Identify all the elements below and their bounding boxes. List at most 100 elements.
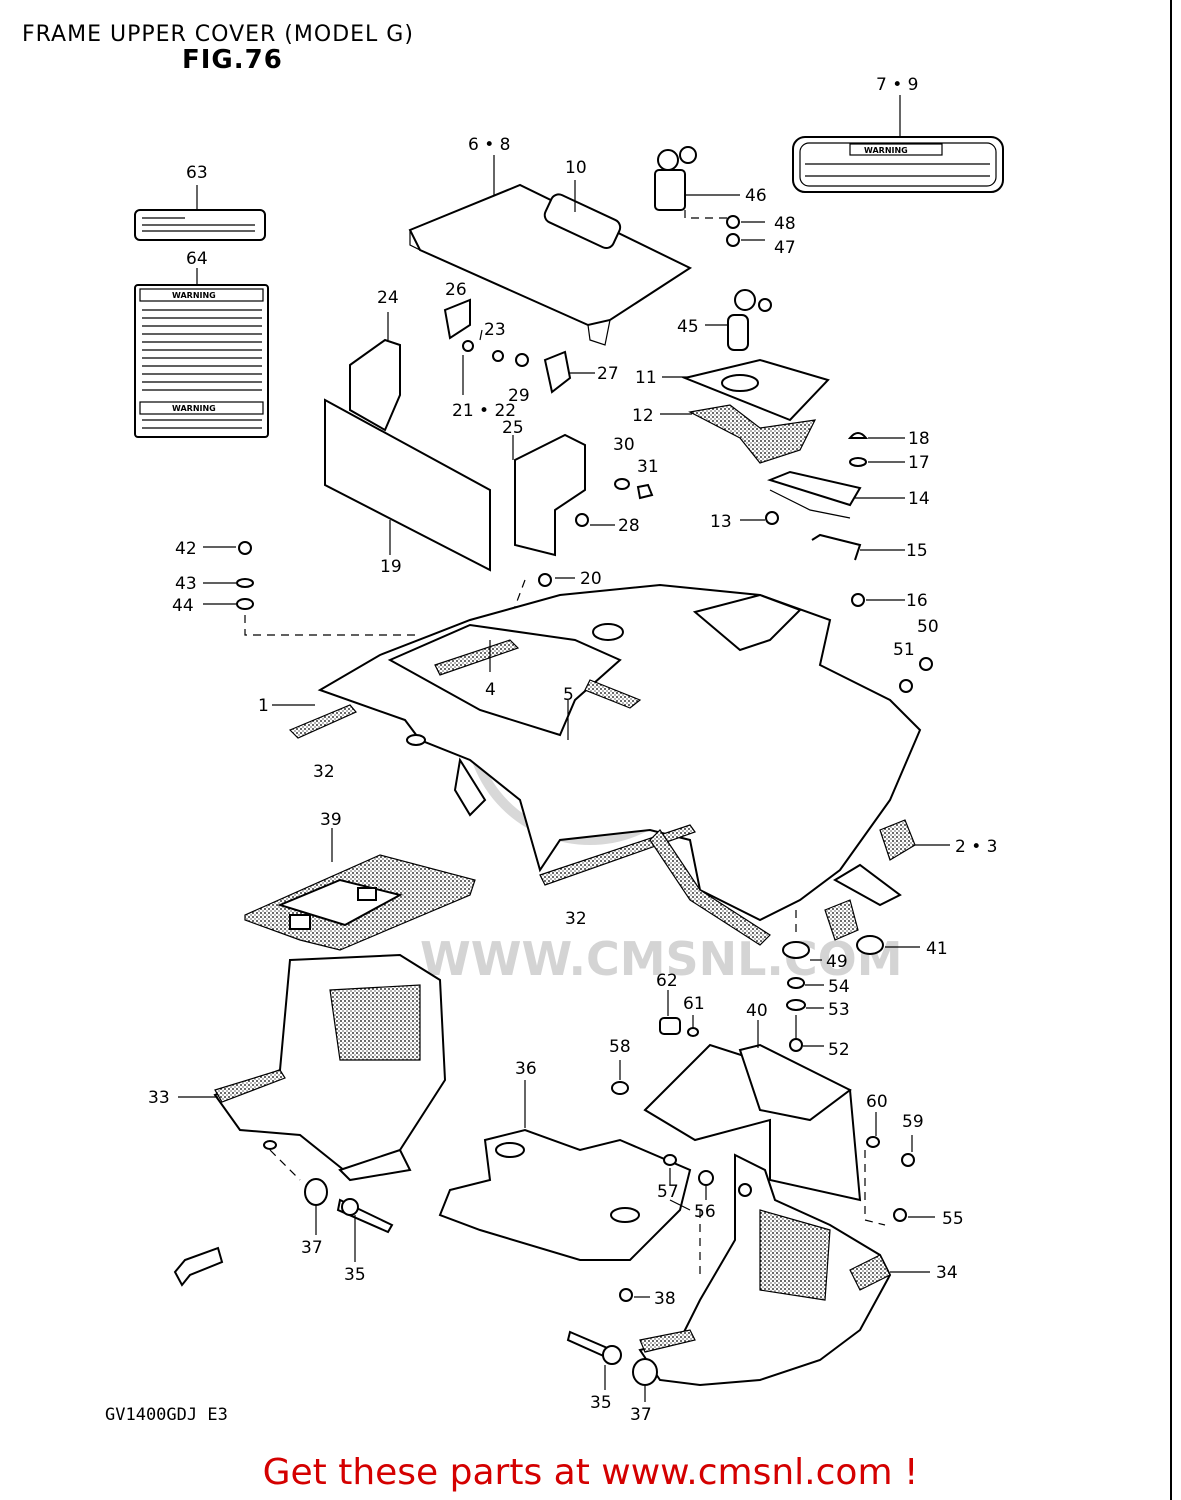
callout-48[interactable]: 48 bbox=[774, 214, 796, 234]
callout-12[interactable]: 12 bbox=[632, 406, 654, 426]
footer-link[interactable]: Get these parts at www.cmsnl.com ! bbox=[262, 1452, 919, 1493]
figure-number: FIG.76 bbox=[182, 45, 283, 75]
callout-6-8[interactable]: 6 • 8 bbox=[468, 135, 510, 155]
callout-10[interactable]: 10 bbox=[565, 158, 587, 178]
callout-64[interactable]: 64 bbox=[186, 249, 208, 269]
part-64-warning-label[interactable]: WARNING WARNING bbox=[134, 268, 269, 438]
callout-50[interactable]: 50 bbox=[917, 617, 939, 637]
callout-23[interactable]: 23 bbox=[484, 320, 506, 340]
warning-label-top: WARNING bbox=[172, 291, 216, 300]
callout-13[interactable]: 13 bbox=[710, 512, 732, 532]
part-63-label-plate[interactable] bbox=[134, 185, 266, 241]
callout-2-3[interactable]: 2 • 3 bbox=[955, 837, 997, 857]
callout-1[interactable]: 1 bbox=[258, 696, 269, 716]
callout-34[interactable]: 34 bbox=[936, 1263, 958, 1283]
part-40-panel[interactable] bbox=[643, 1020, 862, 1202]
callout-19[interactable]: 19 bbox=[380, 557, 402, 577]
callout-28[interactable]: 28 bbox=[618, 516, 640, 536]
callout-numbers: 1 2 • 3 4 5 6 • 8 7 • 9 10 11 12 13 14 1… bbox=[148, 75, 997, 1425]
callout-18[interactable]: 18 bbox=[908, 429, 930, 449]
part-24-bracket[interactable] bbox=[349, 312, 401, 432]
part-35-37-left-fasteners[interactable] bbox=[304, 1178, 394, 1262]
part-35-37-38-right-fasteners[interactable] bbox=[566, 1210, 701, 1402]
callout-37-right[interactable]: 37 bbox=[630, 1405, 652, 1425]
part-2-3-side-panel[interactable] bbox=[824, 819, 950, 941]
callout-14[interactable]: 14 bbox=[908, 489, 930, 509]
callout-25[interactable]: 25 bbox=[502, 418, 524, 438]
warning-plate-text: WARNING bbox=[864, 146, 908, 155]
callout-36[interactable]: 36 bbox=[515, 1059, 537, 1079]
part-25-bracket[interactable] bbox=[512, 433, 586, 557]
callout-59[interactable]: 59 bbox=[902, 1112, 924, 1132]
callout-53[interactable]: 53 bbox=[828, 1000, 850, 1020]
callout-32-center[interactable]: 32 bbox=[565, 909, 587, 929]
part-39-tray[interactable] bbox=[244, 828, 476, 951]
callout-45[interactable]: 45 bbox=[677, 317, 699, 337]
part-36-plate[interactable] bbox=[438, 1080, 692, 1261]
part-47-48-screw[interactable] bbox=[726, 215, 765, 247]
callout-57[interactable]: 57 bbox=[657, 1182, 679, 1202]
part-17-18-nut-washer[interactable] bbox=[847, 432, 905, 467]
callout-44[interactable]: 44 bbox=[172, 596, 194, 616]
callout-30[interactable]: 30 bbox=[613, 435, 635, 455]
callout-42[interactable]: 42 bbox=[175, 539, 197, 559]
callout-62[interactable]: 62 bbox=[656, 971, 678, 991]
callout-40[interactable]: 40 bbox=[746, 1001, 768, 1021]
callout-5[interactable]: 5 bbox=[563, 685, 574, 705]
part-45-lock[interactable] bbox=[705, 289, 772, 351]
part-19-panel[interactable] bbox=[324, 398, 491, 572]
part-15-bracket[interactable] bbox=[811, 533, 905, 561]
callout-35-left[interactable]: 35 bbox=[344, 1265, 366, 1285]
callout-43[interactable]: 43 bbox=[175, 574, 197, 594]
callout-21-22[interactable]: 21 • 22 bbox=[452, 401, 516, 421]
callout-54[interactable]: 54 bbox=[828, 977, 850, 997]
callout-38[interactable]: 38 bbox=[654, 1289, 676, 1309]
callout-49[interactable]: 49 bbox=[826, 952, 848, 972]
callout-24[interactable]: 24 bbox=[377, 288, 399, 308]
callout-16[interactable]: 16 bbox=[906, 591, 928, 611]
watermark-text: WWW.CMSNL.COM bbox=[420, 932, 903, 986]
callout-7-9[interactable]: 7 • 9 bbox=[876, 75, 918, 95]
small-parts-lower[interactable] bbox=[611, 990, 935, 1226]
part-7-9-warning-plate[interactable]: WARNING bbox=[792, 95, 1004, 193]
part-1-frame-cover[interactable] bbox=[272, 583, 922, 946]
callout-15[interactable]: 15 bbox=[906, 541, 928, 561]
callout-58[interactable]: 58 bbox=[609, 1037, 631, 1057]
callout-56[interactable]: 56 bbox=[694, 1202, 716, 1222]
callout-20[interactable]: 20 bbox=[580, 569, 602, 589]
part-12-pad[interactable] bbox=[660, 404, 817, 464]
callout-32-left[interactable]: 32 bbox=[313, 762, 335, 782]
callout-47[interactable]: 47 bbox=[774, 238, 796, 258]
callout-60[interactable]: 60 bbox=[866, 1092, 888, 1112]
callout-51[interactable]: 51 bbox=[893, 640, 915, 660]
part-11-plate[interactable] bbox=[662, 358, 830, 422]
callout-31[interactable]: 31 bbox=[637, 457, 659, 477]
callout-52[interactable]: 52 bbox=[828, 1040, 850, 1060]
callout-63[interactable]: 63 bbox=[186, 163, 208, 183]
part-46-lock[interactable] bbox=[654, 146, 740, 219]
callout-55[interactable]: 55 bbox=[942, 1209, 964, 1229]
callout-11[interactable]: 11 bbox=[635, 368, 657, 388]
callout-41[interactable]: 41 bbox=[926, 939, 948, 959]
part-33-side-cover[interactable] bbox=[178, 953, 447, 1182]
fwd-arrow-icon bbox=[173, 1246, 224, 1287]
callout-33[interactable]: 33 bbox=[148, 1088, 170, 1108]
part-6-8-cover-lid[interactable] bbox=[408, 155, 693, 346]
part-49-41-grommets[interactable] bbox=[782, 657, 933, 1052]
callout-39[interactable]: 39 bbox=[320, 810, 342, 830]
callout-26[interactable]: 26 bbox=[445, 280, 467, 300]
callout-29[interactable]: 29 bbox=[508, 386, 530, 406]
part-13-16-bolts[interactable] bbox=[740, 511, 905, 607]
callout-4[interactable]: 4 bbox=[485, 680, 496, 700]
page-title: FRAME UPPER COVER (MODEL G) bbox=[22, 22, 414, 47]
callout-27[interactable]: 27 bbox=[597, 364, 619, 384]
callout-37-left[interactable]: 37 bbox=[301, 1238, 323, 1258]
callout-46[interactable]: 46 bbox=[745, 186, 767, 206]
part-14-bracket[interactable] bbox=[767, 470, 905, 519]
page-edge-divider bbox=[1170, 0, 1172, 1500]
callout-17[interactable]: 17 bbox=[908, 453, 930, 473]
callout-61[interactable]: 61 bbox=[683, 994, 705, 1014]
part-34-side-cover[interactable] bbox=[638, 1153, 930, 1387]
callout-35-right[interactable]: 35 bbox=[590, 1393, 612, 1413]
